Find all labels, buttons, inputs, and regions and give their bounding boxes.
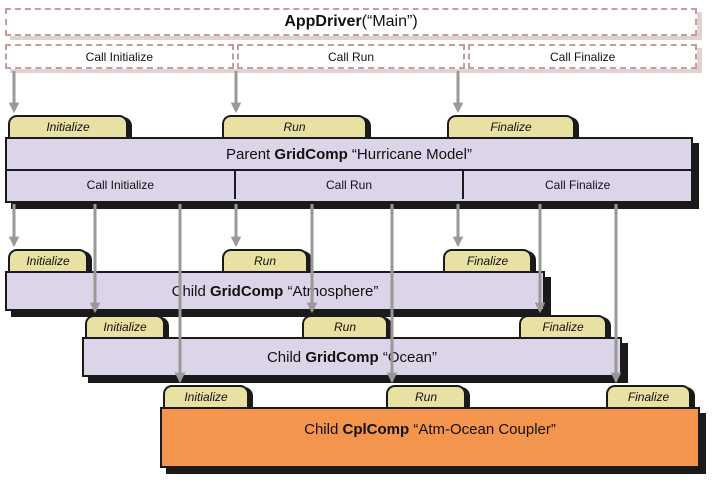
parent-call-finalize: Call Finalize (462, 171, 691, 199)
ocean-tab-run: Run (302, 315, 388, 337)
appdriver-call-initialize: Call Initialize (5, 44, 234, 69)
coupler-tab-finalize: Finalize (606, 385, 691, 407)
parent-title-prefix: Parent (226, 145, 275, 163)
atmosphere-tab-finalize: Finalize (443, 249, 532, 271)
atmosphere-title-name: “Atmosphere” (283, 282, 379, 300)
parent-gridcomp-box: Parent GridComp “Hurricane Model” Call I… (5, 137, 693, 203)
atmosphere-tab-run: Run (222, 249, 308, 271)
parent-call-initialize: Call Initialize (86, 178, 155, 192)
ocean-title-name: “Ocean” (378, 348, 438, 366)
atmosphere-tab-initialize: Initialize (8, 249, 88, 271)
appdriver-title-rest: (“Main”) (361, 13, 418, 30)
parent-calls-row: Call Initialize Call Run Call Finalize (7, 169, 691, 199)
atmosphere-gridcomp-box: Child GridComp “Atmosphere” (5, 271, 545, 311)
parent-tab-run: Run (222, 115, 367, 137)
appdriver-call-run: Call Run (236, 44, 466, 69)
atmosphere-title-comp: GridComp (209, 282, 284, 300)
parent-title-comp: GridComp (274, 145, 348, 163)
ocean-tab-finalize: Finalize (519, 315, 607, 337)
coupler-tab-initialize: Initialize (163, 385, 249, 407)
coupler-title-prefix: Child (304, 421, 343, 438)
ocean-gridcomp-box: Child GridComp “Ocean” (82, 337, 622, 377)
coupler-title-comp: CplComp (342, 421, 410, 438)
appdriver-call-finalize: Call Finalize (468, 44, 698, 69)
atmosphere-title-prefix: Child (171, 282, 210, 300)
coupler-cplcomp-title: Child CplComp “Atm-Ocean Coupler” (162, 409, 698, 438)
parent-tab-initialize: Initialize (8, 115, 128, 137)
ocean-title-prefix: Child (266, 348, 306, 366)
coupler-cplcomp-box: Child CplComp “Atm-Ocean Coupler” (160, 407, 700, 468)
ocean-gridcomp-title: Child GridComp “Ocean” (84, 339, 620, 375)
atmosphere-gridcomp-title: Child GridComp “Atmosphere” (7, 273, 543, 309)
ocean-title-comp: GridComp (305, 348, 379, 366)
parent-title-name: “Hurricane Model” (347, 145, 472, 163)
coupler-title-name: “Atm-Ocean Coupler” (409, 421, 556, 438)
parent-tab-finalize: Finalize (447, 115, 575, 137)
ocean-tab-initialize: Initialize (85, 315, 165, 337)
appdriver-box: AppDriver (“Main”) (5, 8, 697, 36)
appdriver-calls-row: Call Initialize Call Run Call Finalize (5, 44, 698, 69)
parent-call-run: Call Run (233, 171, 463, 199)
appdriver-title-bold: AppDriver (284, 13, 362, 30)
coupler-tab-run: Run (386, 385, 466, 407)
parent-gridcomp-title: Parent GridComp “Hurricane Model” (7, 139, 691, 169)
